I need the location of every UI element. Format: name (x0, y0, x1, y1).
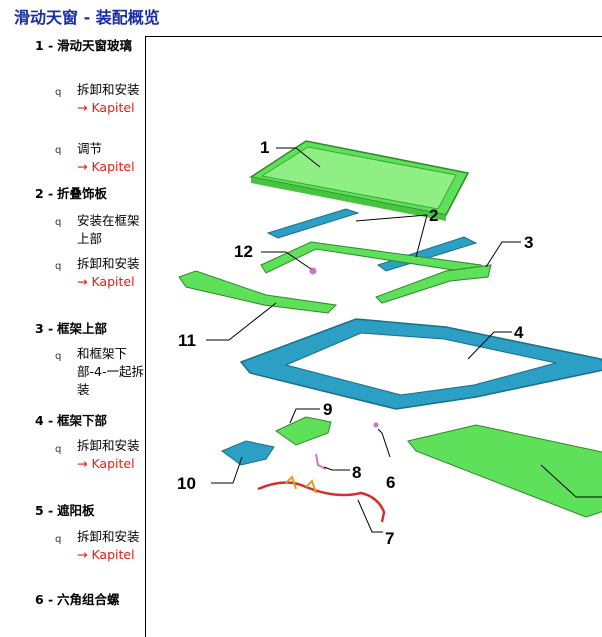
lower-frame-part (239, 318, 602, 410)
bullet-icon: q (55, 145, 62, 156)
callout-9: 9 (323, 400, 332, 419)
sub-item: 安装在框架上部 (77, 212, 145, 248)
sub-item-text: 调节 (77, 141, 103, 156)
callout-2: 2 (429, 206, 438, 225)
kapitel-link[interactable]: → Kapitel (77, 159, 135, 174)
part-number: 5 - (35, 503, 54, 518)
exploded-view-diagram: 1 2 3 4 6 7 8 9 10 11 12 (145, 36, 602, 637)
sub-item-text: 拆卸和安装 (77, 438, 140, 453)
leader-lines (206, 147, 602, 533)
callout-7: 7 (385, 529, 394, 548)
page-title: 滑动天窗 - 装配概览 (14, 8, 160, 27)
wiring-harness-part (257, 475, 386, 523)
part-number: 2 - (35, 186, 54, 201)
sub-item: 拆卸和安装 → Kapitel (77, 81, 145, 117)
callout-11: 11 (178, 331, 196, 350)
sub-item: 拆卸和安装 → Kapitel (77, 528, 145, 564)
sunshade-part (407, 424, 602, 518)
glass-panel-part (249, 140, 470, 221)
part-name: 滑动天窗玻璃 (57, 38, 133, 53)
callout-1: 1 (260, 138, 269, 157)
kapitel-link[interactable]: → Kapitel (77, 100, 135, 115)
callout-6: 6 (386, 473, 395, 492)
callout-10: 10 (177, 474, 196, 493)
sub-item: 拆卸和安装 → Kapitel (77, 437, 145, 473)
callout-12: 12 (234, 242, 253, 261)
sub-item: 调节 → Kapitel (77, 140, 145, 176)
diagram-svg: 1 2 3 4 6 7 8 9 10 11 12 (177, 138, 602, 548)
bullet-icon: q (55, 217, 62, 228)
part-number: 4 - (35, 413, 54, 428)
bullet-icon: q (55, 534, 62, 545)
kapitel-link[interactable]: → Kapitel (77, 274, 135, 289)
part-number: 1 - (35, 38, 54, 53)
callout-4: 4 (514, 323, 524, 342)
front-trim-part (178, 270, 338, 314)
bullet-icon: q (55, 444, 62, 455)
sub-item: 拆卸和安装 → Kapitel (77, 255, 145, 291)
bullet-icon: q (55, 351, 62, 362)
sub-item-text: 安装在框架上部 (77, 213, 140, 246)
bullet-icon: q (55, 261, 62, 272)
sub-item-text: 拆卸和安装 (77, 256, 140, 271)
upper-frame-part (260, 241, 492, 304)
callout-8: 8 (352, 463, 361, 482)
kapitel-link[interactable]: → Kapitel (77, 547, 135, 562)
part-name: 框架上部 (57, 321, 108, 336)
motor-part (220, 416, 379, 470)
part-name: 折叠饰板 (57, 186, 108, 201)
sub-item-text: 拆卸和安装 (77, 82, 140, 97)
part-number: 3 - (35, 321, 54, 336)
bullet-icon: q (55, 87, 62, 98)
sub-item-text: 拆卸和安装 (77, 529, 140, 544)
callout-3: 3 (524, 233, 533, 252)
part-name: 遮阳板 (57, 503, 95, 518)
sub-item-text: 和框架下部-4-一起拆装 (77, 346, 144, 397)
kapitel-link[interactable]: → Kapitel (77, 456, 135, 471)
part-name: 框架下部 (57, 413, 108, 428)
sub-item: 和框架下部-4-一起拆装 (77, 345, 145, 399)
